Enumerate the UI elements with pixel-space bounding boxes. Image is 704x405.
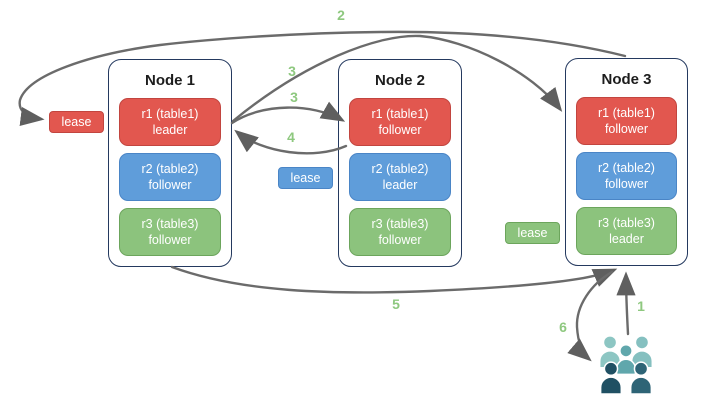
replica-name: r3 (table3) [141,217,199,231]
replica-role: leader [152,123,188,137]
replica-role: follower [604,177,649,191]
node-3-title: Node 3 [601,71,652,88]
node-2-replica-r2: r2 (table2) leader [349,153,451,201]
replica-name: r1 (table1) [371,107,429,121]
lease-badge-red: lease [49,111,104,133]
node-2-replica-r1: r1 (table1) follower [349,98,451,146]
replica-name: r3 (table3) [598,216,655,230]
step-label-3b: 3 [290,89,298,105]
replica-name: r1 (table1) [598,106,655,120]
replica-role: follower [148,178,192,192]
step-label-1: 1 [637,298,645,314]
arrow-step-1 [616,271,636,336]
replica-role: leader [609,232,644,246]
node-2-replica-r3: r3 (table3) follower [349,208,451,256]
node-3-replica-r1: r1 (table1) follower [576,97,677,145]
replica-name: r2 (table2) [598,161,655,175]
replica-name: r2 (table2) [371,162,429,176]
node-2-title: Node 2 [374,72,425,89]
replica-name: r1 (table1) [141,107,199,121]
step-label-6: 6 [559,319,567,335]
step-label-5: 5 [392,296,400,312]
node-3-replica-r3: r3 (table3) leader [576,207,677,255]
lease-badge-blue: lease [278,167,333,189]
node-3-replica-r2: r2 (table2) follower [576,152,677,200]
users-group-icon [598,335,654,395]
node-1-replica-r2: r2 (table2) follower [119,153,221,201]
arrow-step-3-to-node2 [230,101,346,125]
node-1-title: Node 1 [144,72,195,89]
replica-role: follower [378,233,422,247]
replica-role: follower [604,122,649,136]
node-1-replica-r3: r3 (table3) follower [119,208,221,256]
node-1: Node 1 r1 (table1) leader r2 (table2) fo… [108,59,232,267]
lease-badge-green: lease [505,222,560,244]
replica-role: follower [378,123,422,137]
step-label-4: 4 [287,129,295,145]
replica-role: leader [382,178,418,192]
step-label-2: 2 [337,7,345,23]
node-1-replica-r1: r1 (table1) leader [119,98,221,146]
replica-name: r3 (table3) [371,217,429,231]
step-label-3a: 3 [288,63,296,79]
node-3: Node 3 r1 (table1) follower r2 (table2) … [565,58,688,266]
node-2: Node 2 r1 (table1) follower r2 (table2) … [338,59,462,267]
replica-role: follower [148,233,192,247]
replica-name: r2 (table2) [141,162,199,176]
arrow-step-5 [170,265,618,294]
